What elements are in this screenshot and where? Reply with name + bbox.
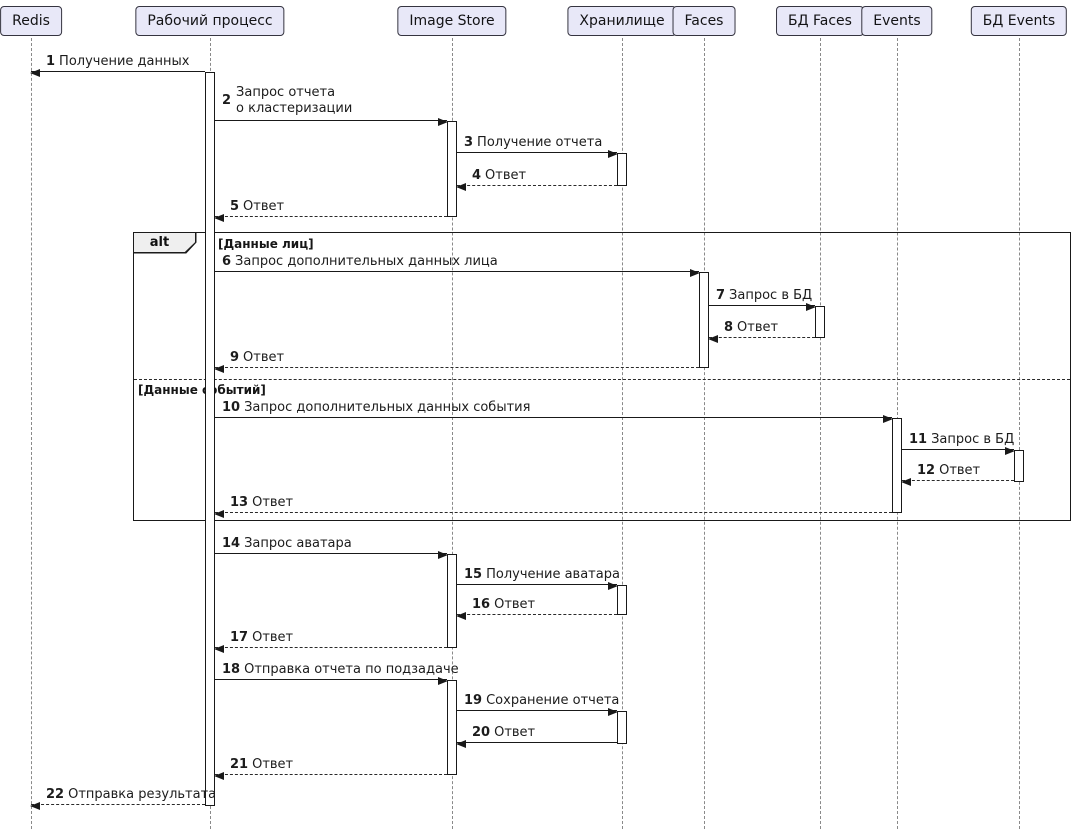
activation-events <box>892 418 902 513</box>
message-15-arrowhead-icon <box>608 581 618 590</box>
message-4-arrowhead-icon <box>456 182 466 191</box>
alt-operator-pentagon: alt <box>132 231 197 254</box>
message-9-arrowhead-icon <box>214 364 224 373</box>
message-1-arrowhead-icon <box>30 68 40 77</box>
message-2-line <box>215 120 447 121</box>
message-7-arrowhead-icon <box>806 302 816 311</box>
message-2-arrowhead-icon <box>438 117 448 126</box>
message-17-arrowhead-icon <box>214 644 224 653</box>
activation-image-store-1 <box>447 121 457 217</box>
participant-redis: Redis <box>0 6 62 37</box>
message-22-line <box>31 804 205 805</box>
message-8-line <box>709 337 815 338</box>
message-20-arrowhead-icon <box>456 739 466 748</box>
message-12-line <box>902 480 1014 481</box>
message-15-line <box>457 584 617 585</box>
message-6-line <box>215 271 699 272</box>
message-21-arrowhead-icon <box>214 771 224 780</box>
activation-storage-3 <box>617 711 627 744</box>
message-4-line <box>457 185 617 186</box>
participant-storage: Хранилище <box>567 6 677 37</box>
message-21-line <box>215 774 447 775</box>
message-19-line <box>457 710 617 711</box>
lifeline-db-faces <box>820 38 821 829</box>
activation-image-store-2 <box>447 554 457 648</box>
activation-storage-2 <box>617 585 627 615</box>
participant-db-faces: БД Faces <box>776 6 864 37</box>
activation-image-store-3 <box>447 680 457 775</box>
message-14-line <box>215 553 447 554</box>
message-7-line <box>709 305 815 306</box>
alt-fragment-frame: alt [Данные лиц] [Данные событий] <box>132 231 1071 521</box>
message-18-line <box>215 679 447 680</box>
message-6-arrowhead-icon <box>690 268 700 277</box>
participant-events: Events <box>861 6 933 37</box>
message-11-arrowhead-icon <box>1005 446 1015 455</box>
alt-branch1-condition: [Данные лиц] <box>218 237 314 251</box>
activation-faces <box>699 272 709 368</box>
participant-image-store: Image Store <box>397 6 507 37</box>
participant-faces: Faces <box>672 6 736 37</box>
lifeline-storage <box>622 38 623 829</box>
message-10-arrowhead-icon <box>883 414 893 423</box>
lifeline-db-events <box>1019 38 1020 829</box>
message-3-line <box>457 152 617 153</box>
message-20-line <box>457 742 617 743</box>
activation-db-faces <box>815 306 825 338</box>
message-12-arrowhead-icon <box>901 477 911 486</box>
message-17-line <box>215 647 447 648</box>
message-11-line <box>902 449 1014 450</box>
message-9-line <box>215 367 699 368</box>
activation-storage-1 <box>617 153 627 186</box>
lifeline-image-store <box>452 38 453 829</box>
lifeline-redis <box>31 38 32 829</box>
message-14-arrowhead-icon <box>438 550 448 559</box>
alt-branch2-condition: [Данные событий] <box>138 383 266 397</box>
activation-db-events <box>1014 450 1024 482</box>
alt-operator-label: alt <box>133 232 196 253</box>
message-16-line <box>457 614 617 615</box>
message-19-arrowhead-icon <box>608 707 618 716</box>
participant-worker-process: Рабочий процесс <box>135 6 285 37</box>
alt-branch-divider <box>134 379 1070 380</box>
lifeline-faces <box>704 38 705 829</box>
message-13-line <box>215 512 892 513</box>
message-18-arrowhead-icon <box>438 676 448 685</box>
message-5-line <box>215 216 447 217</box>
message-3-arrowhead-icon <box>608 149 618 158</box>
message-13-arrowhead-icon <box>214 509 224 518</box>
message-10-line <box>215 417 892 418</box>
message-22-arrowhead-icon <box>30 801 40 810</box>
message-8-arrowhead-icon <box>708 334 718 343</box>
message-16-arrowhead-icon <box>456 611 466 620</box>
participant-db-events: БД Events <box>970 6 1068 37</box>
message-5-arrowhead-icon <box>214 213 224 222</box>
activation-worker-process <box>205 72 215 806</box>
message-1-line <box>31 71 205 72</box>
